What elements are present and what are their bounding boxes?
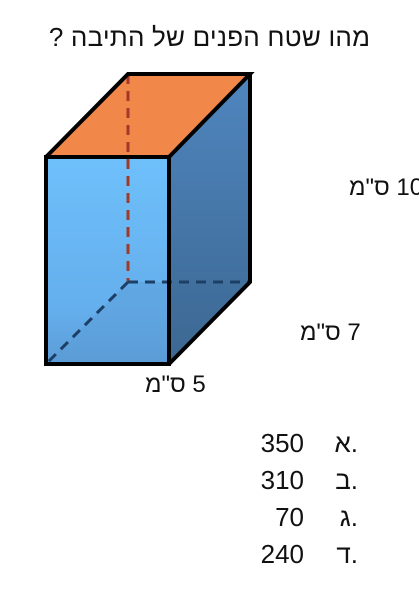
box-bottom-shade: [46, 282, 169, 364]
answer-option[interactable]: 310 ב.: [248, 465, 358, 502]
visible-edges: [44, 72, 255, 366]
answer-letter: ד.: [336, 539, 358, 569]
answer-option[interactable]: 70 ג.: [248, 502, 358, 539]
box-top-face: [46, 74, 250, 157]
answer-value: 70: [275, 502, 304, 532]
answer-value: 350: [260, 428, 304, 458]
answer-option[interactable]: 240 ד.: [248, 539, 358, 576]
answer-option[interactable]: 350 א.: [248, 428, 358, 465]
box-front-face: [46, 157, 169, 364]
width-label: 5 ס"מ: [145, 371, 206, 398]
question-title: מהו שטח הפנים של התיבה ?: [48, 22, 371, 52]
answer-letter: ב.: [335, 465, 358, 495]
answer-letter: ג.: [339, 502, 358, 532]
depth-label: 7 ס"מ: [300, 319, 361, 346]
answer-value: 310: [260, 465, 304, 495]
hidden-edges-bottom: [44, 280, 250, 366]
answer-value: 240: [260, 539, 304, 569]
box-side-face: [169, 74, 250, 364]
height-label: 10 ס"מ: [349, 174, 419, 201]
answer-letter: א.: [334, 428, 358, 458]
answer-list: 350 א. 310 ב. 70 ג. 240 ד.: [248, 428, 358, 576]
